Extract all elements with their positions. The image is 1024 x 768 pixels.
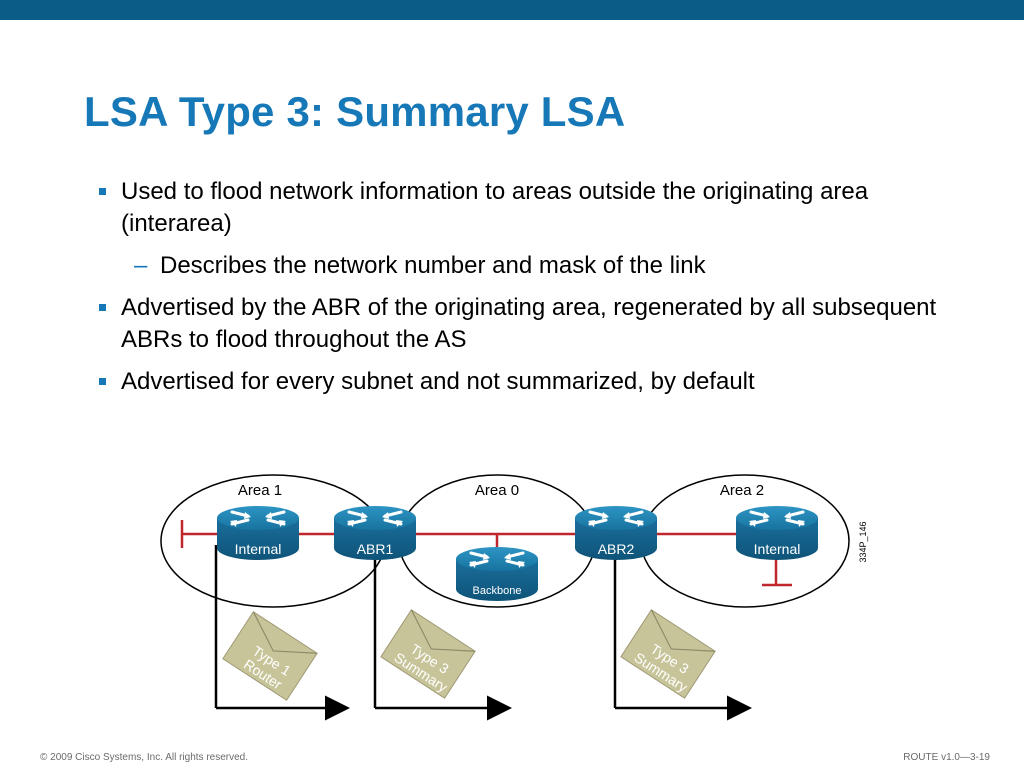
dash-bullet-icon: – (134, 252, 148, 279)
router-backbone: Backbone (454, 545, 540, 603)
top-banner (0, 0, 1024, 20)
router-label: ABR2 (598, 541, 635, 557)
sub-bullet-item: – Describes the network number and mask … (96, 250, 976, 282)
router-abr2: ABR2 (573, 504, 659, 562)
figure-id: 334P_146 (858, 521, 868, 562)
router-internal-area1: Internal (215, 504, 301, 562)
sub-bullet-text: Describes the network number and mask of… (160, 252, 706, 279)
lsa-card-type3-abr2: Type 3 Summary (620, 609, 716, 699)
square-bullet-icon (99, 188, 106, 195)
bullet-list: Used to flood network information to are… (96, 176, 976, 408)
router-label: Internal (754, 541, 801, 557)
router-label: Internal (235, 541, 282, 557)
lsa-card-type3-abr1: Type 3 Summary (380, 609, 476, 699)
lsa-card-type1: Type 1 Router (222, 611, 318, 701)
bullet-item: Advertised by the ABR of the originating… (96, 292, 976, 356)
slide-title: LSA Type 3: Summary LSA (84, 88, 626, 135)
bullet-item: Used to flood network information to are… (96, 176, 976, 240)
course-page-number: ROUTE v1.0—3-19 (903, 752, 990, 763)
area-0-label: Area 0 (475, 482, 519, 499)
copyright-text: © 2009 Cisco Systems, Inc. All rights re… (40, 752, 249, 763)
router-abr1: ABR1 (332, 504, 418, 562)
router-label: ABR1 (357, 541, 394, 557)
bullet-text: Used to flood network information to are… (121, 178, 869, 237)
flood-arrows (214, 545, 752, 721)
square-bullet-icon (99, 378, 106, 385)
bullet-text: Advertised by the ABR of the originating… (121, 294, 937, 353)
router-label: Backbone (473, 585, 522, 597)
bullet-text: Advertised for every subnet and not summ… (121, 368, 755, 395)
area-2-label: Area 2 (720, 482, 764, 499)
square-bullet-icon (99, 304, 106, 311)
router-internal-area2: Internal (734, 504, 820, 562)
bullet-item: Advertised for every subnet and not summ… (96, 366, 976, 398)
area-1-label: Area 1 (238, 482, 282, 499)
